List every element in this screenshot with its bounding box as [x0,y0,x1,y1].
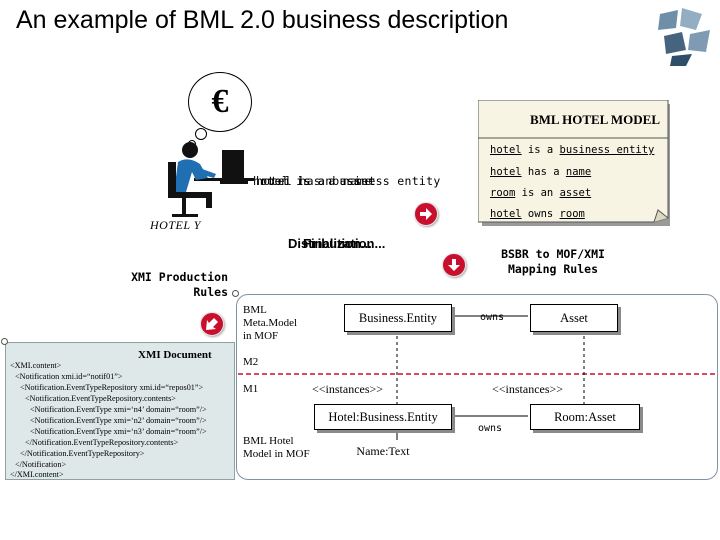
metamodel-label: BML Meta.Model in MOF [243,304,297,343]
xml-line: </Notification> [15,460,67,469]
hotel-model-line: BML Hotel [243,435,294,447]
xml-line: <Notification.EventType xmi=‘n4’ domain=… [30,405,207,414]
asset-class: Asset [530,304,618,332]
xml-line: </Notification.EventTypeRepository.conte… [25,438,179,447]
note-background [478,100,670,226]
person-at-computer-icon [168,142,254,217]
note-term: hotel [490,208,522,220]
xmi-prod-line: XMI Production [131,270,228,284]
bsbr-mapping-rules: BSBR to MOF/XMI Mapping Rules [478,247,628,277]
level-m1: M1 [243,383,259,395]
metamodel-line: Meta.Model [243,317,298,329]
owns-association-label: owns [478,423,503,434]
euro-thought-bubble: € [188,72,252,132]
note-term: hotel [490,144,522,156]
level-m2: M2 [243,356,259,368]
note-line: hotel owns room [490,208,585,220]
bubble-dot [195,128,207,140]
xml-line: </Notification.EventTypeRepository> [20,449,145,458]
xml-line: <Notification.EventTypeRepository.conten… [25,394,176,403]
hotel-model-label: BML Hotel Model in MOF [243,435,310,461]
bml-hotel-model-note: BML HOTEL MODEL hotel is a business enti… [478,100,672,228]
name-attribute: Name:Text [346,440,420,462]
finalization-text: Finalization... [303,236,386,251]
overlap-text: hotel has a name [256,174,372,188]
down-left-arrow-button[interactable] [200,312,224,336]
area-corner-dot [232,290,239,297]
hotel-label: HOTEL Y [150,218,201,232]
distribution-text: Distribution... [288,236,372,251]
xml-line: <Notification.EventType xmi=‘n2’ domain=… [30,416,207,425]
page-title: An example of BML 2.0 business descripti… [16,6,509,34]
arrow-down-left-icon [206,318,218,330]
instances-stereotype: <<instances>> [312,382,384,396]
xml-line: <XMI.content> [10,361,62,370]
business-entity-class: Business.Entity [344,304,452,332]
note-title: BML HOTEL MODEL [529,112,660,127]
note-term: name [565,166,592,178]
note-line: room is an asset [490,187,591,199]
room-instance: Room:Asset [530,404,640,430]
note-verb: has a [521,166,566,178]
xml-line: </XMI.content> [10,470,64,479]
overlap-text: room is a business entity [260,174,441,188]
bsbr-line: Mapping Rules [507,262,598,276]
xmi-document-panel: XMI Document <XMI.content> <Notification… [5,342,235,480]
note-term: asset [559,187,592,199]
note-term: hotel [490,166,522,178]
hotel-model-line: Model in MOF [243,448,310,460]
panel-corner-dot [1,338,8,345]
note-verb: is a [521,144,560,156]
logo-icon [658,8,710,66]
xml-line: <Notification.EventTypeRepository xmi.id… [20,383,204,392]
note-term: business entity [559,144,655,156]
down-arrow-button[interactable] [442,253,466,277]
note-verb: is an [515,187,560,199]
instances-stereotype: <<instances>> [492,382,564,396]
hotel-instance: Hotel:Business.Entity [314,404,452,430]
note-verb: owns [521,208,560,220]
overlap-text: hotel is an asset [253,174,376,188]
xml-line: <Notification.EventType xmi=‘n3’ domain=… [30,427,207,436]
mof-model-area [236,294,718,480]
bsbr-line: BSBR to MOF/XMI [501,247,605,261]
xmi-document-title: XMI Document [138,349,212,361]
xmi-prod-line: Rules [193,285,228,299]
note-line: hotel has a name [490,166,591,178]
metamodel-line: in MOF [243,330,279,342]
metamodel-line: BML [243,304,267,316]
note-term: room [559,208,585,220]
xmi-production-rules: XMI Production Rules [120,270,228,300]
note-term: room [490,187,516,199]
arrow-down-icon [448,259,460,271]
owns-association-label: owns [480,312,505,323]
right-arrow-button[interactable] [414,202,438,226]
xml-line: <Notification xmi.id=“notif01”> [15,372,123,381]
arrow-right-icon [420,208,432,220]
note-line: hotel is a business entity [490,144,654,156]
